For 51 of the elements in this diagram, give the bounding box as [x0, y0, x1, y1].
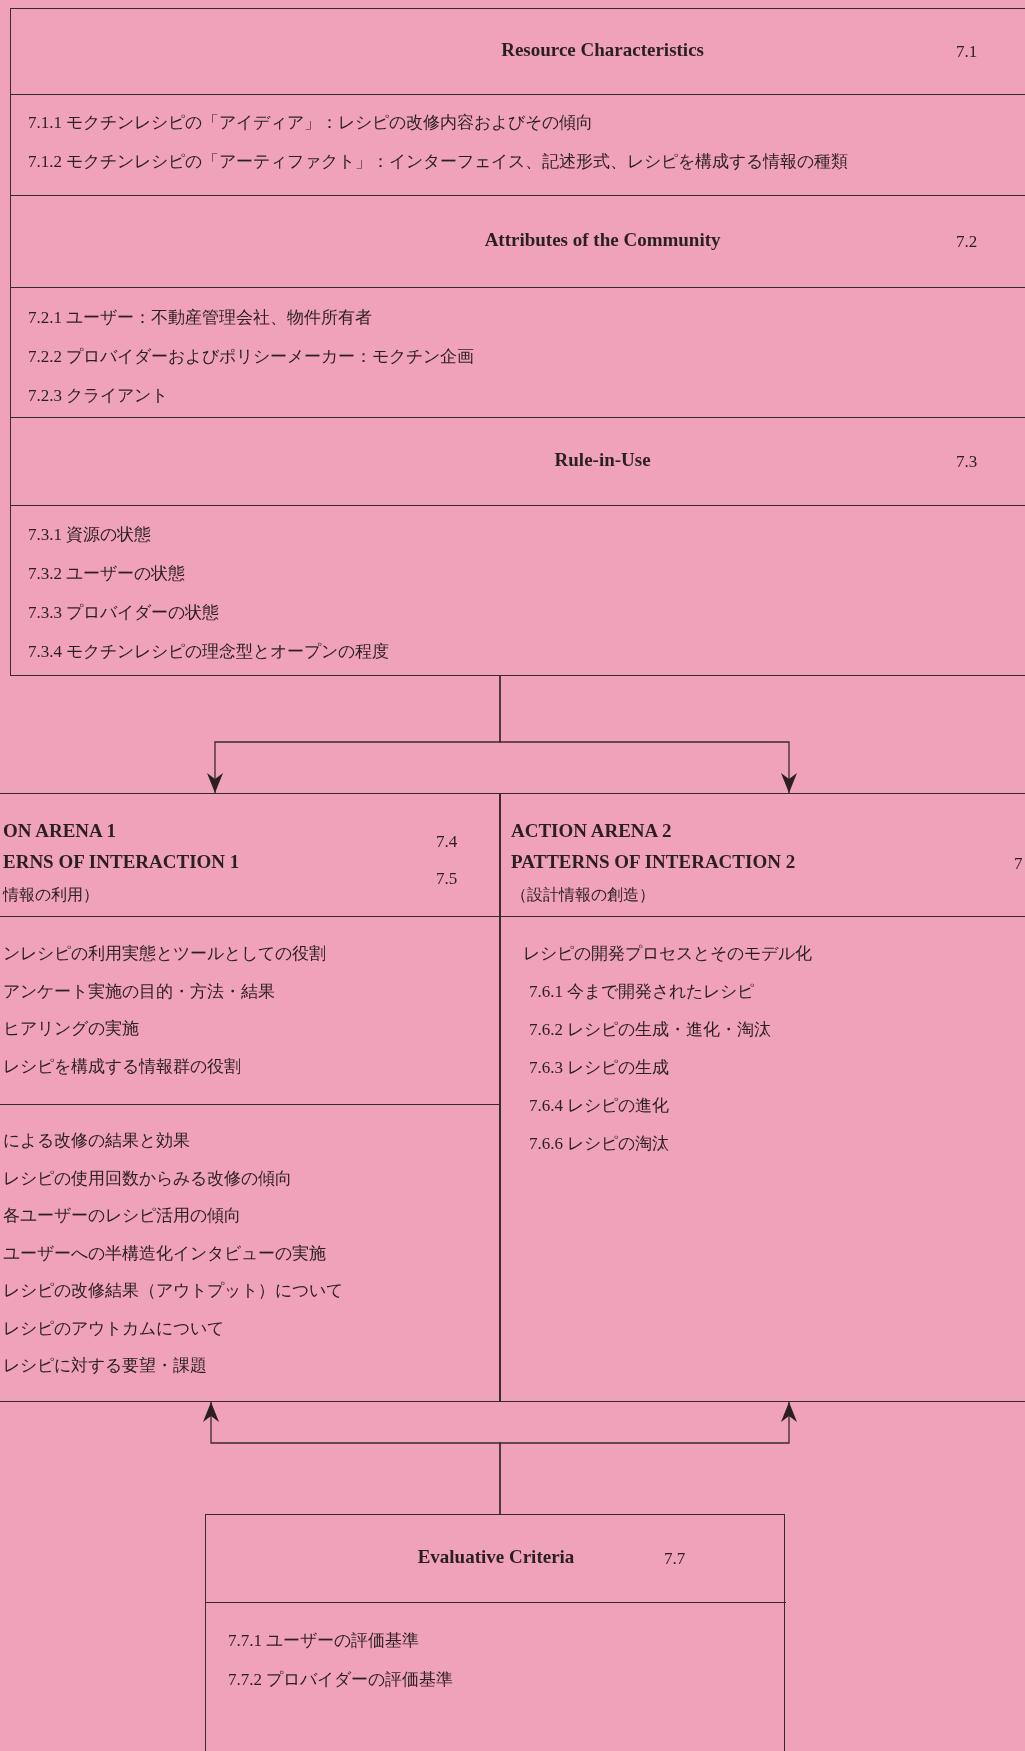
section-heading: Resource Characteristics [501, 40, 704, 60]
list-item: 7.1.2 モクチンレシピの「アーティファクト」：インターフェイス、記述形式、レシピを構成する情報の種類 [28, 152, 849, 172]
arena-heading: PATTERNS OF INTERACTION 2 [511, 852, 796, 872]
arena-heading: ON ARENA 1 [3, 821, 116, 841]
section-number: 7 [1014, 854, 1023, 874]
list-item: 7.3.4 モクチンレシピの理念型とオープンの程度 [28, 642, 390, 662]
panel-frame [205, 1514, 785, 1751]
panel-frame [0, 793, 500, 1402]
arena-heading: ACTION ARENA 2 [511, 821, 672, 841]
list-item: 7.3.3 プロバイダーの状態 [28, 603, 220, 623]
section-number: 7.7 [664, 1549, 686, 1569]
list-item: レシピに対する要望・課題 [3, 1356, 207, 1376]
list-item: 7.6.6 レシピの淘汰 [529, 1134, 670, 1154]
list-item: ヒアリングの実施 [3, 1019, 139, 1039]
section-heading: Rule-in-Use [554, 450, 651, 470]
list-item: 7.2.1 ユーザー：不動産管理会社、物件所有者 [28, 308, 373, 328]
section-number: 7.3 [956, 452, 978, 472]
list-item: 7.6.4 レシピの進化 [529, 1096, 670, 1116]
section-number: 7.4 [436, 832, 458, 852]
list-item: 7.3.1 資源の状態 [28, 525, 152, 545]
list-item: 7.6.1 今まで開発されたレシピ [529, 982, 755, 1002]
panel-frame [10, 8, 1025, 676]
list-item: 7.7.2 プロバイダーの評価基準 [228, 1670, 454, 1690]
list-item: による改修の結果と効果 [3, 1131, 190, 1151]
section-number: 7.1 [956, 42, 978, 62]
arrow [499, 1401, 797, 1515]
arrow [499, 675, 797, 794]
list-item: レシピの改修結果（アウトプット）について [3, 1281, 343, 1301]
section-number: 7.5 [436, 869, 458, 889]
section-number: 7.2 [956, 232, 978, 252]
arena-subtitle: （設計情報の創造） [511, 885, 655, 905]
list-item: ンレシピの利用実態とツールとしての役割 [3, 944, 326, 964]
arena-subtitle: 情報の利用） [3, 885, 99, 905]
panel-frame [500, 793, 1025, 1402]
list-item: 7.2.2 プロバイダーおよびポリシーメーカー：モクチン企画 [28, 347, 475, 367]
list-item: レシピの使用回数からみる改修の傾向 [3, 1168, 292, 1189]
list-item: アンケート実施の目的・方法・結果 [3, 981, 275, 1002]
section-heading: Evaluative Criteria [417, 1547, 575, 1567]
list-item: 7.6.3 レシピの生成 [529, 1058, 670, 1078]
list-item: 7.2.3 クライアント [28, 386, 169, 406]
list-item: 7.1.1 モクチンレシピの「アイディア」：レシピの改修内容およびその傾向 [28, 113, 594, 133]
list-item: レシピの開発プロセスとそのモデル化 [523, 944, 812, 964]
list-item: 7.7.1 ユーザーの評価基準 [228, 1631, 420, 1651]
list-item: 各ユーザーのレシピ活用の傾向 [3, 1206, 241, 1226]
list-item: レシピのアウトカムについて [3, 1318, 224, 1339]
arena-heading: ERNS OF INTERACTION 1 [3, 852, 240, 872]
section-heading: Attributes of the Community [484, 230, 721, 250]
list-item: 7.6.2 レシピの生成・進化・淘汰 [529, 1020, 772, 1040]
list-item: レシピを構成する情報群の役割 [3, 1056, 241, 1077]
list-item: ユーザーへの半構造化インタビューの実施 [3, 1243, 326, 1264]
list-item: 7.3.2 ユーザーの状態 [28, 564, 186, 584]
